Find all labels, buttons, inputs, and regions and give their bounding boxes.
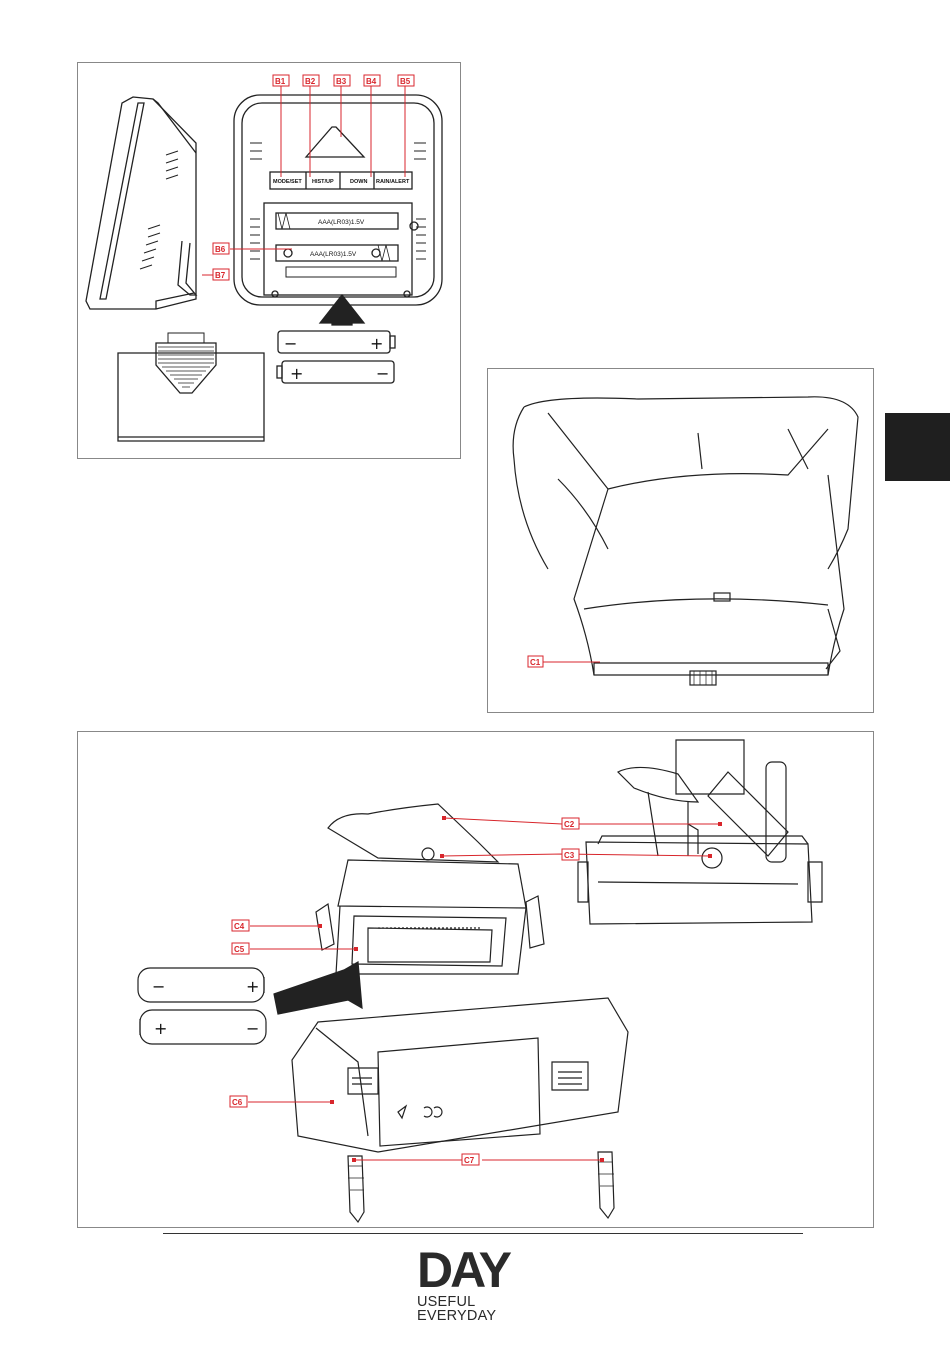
- battery-2-minus: −: [376, 364, 389, 383]
- logo-line-2: EVERYDAY: [417, 1309, 496, 1323]
- battery-1-plus: +: [246, 977, 259, 996]
- label-b5: B5: [400, 77, 411, 86]
- side-vents: [140, 151, 178, 269]
- battery-2-minus: −: [246, 1019, 259, 1038]
- label-b4: B4: [366, 77, 377, 86]
- button-hist-up: HIST/UP: [312, 179, 334, 185]
- logo-word: DAY: [417, 1245, 509, 1295]
- sensor-base-cover: [292, 998, 628, 1152]
- hanging-hole: [306, 127, 364, 157]
- label-c7: C7: [464, 1156, 475, 1165]
- battery-cover: [118, 353, 264, 441]
- figure-c-drawing: − + + − C2 C3 C4 C5 C6 C7: [78, 732, 875, 1229]
- figure-b-drawing: − + + − AAA(LR03)1.5V AAA(LR03)1.5V MODE…: [78, 63, 462, 460]
- label-c1: C1: [530, 658, 541, 667]
- button-down: DOWN: [350, 179, 367, 185]
- footer-rule: [163, 1233, 803, 1234]
- section-tab: [885, 413, 950, 481]
- battery-1-plus: +: [370, 334, 383, 353]
- label-b2: B2: [305, 77, 316, 86]
- stand-leg: [178, 241, 196, 295]
- cover-grip: [156, 343, 216, 393]
- insert-arrow: [320, 295, 364, 325]
- button-mode-set: MODE/SET: [273, 179, 302, 185]
- brand-logo: DAY USEFUL EVERYDAY: [417, 1245, 537, 1325]
- figure-b-panel: − + + − AAA(LR03)1.5V AAA(LR03)1.5V MODE…: [77, 62, 461, 459]
- label-c3: C3: [564, 851, 575, 860]
- label-c4: C4: [234, 922, 245, 931]
- label-c2: C2: [564, 820, 575, 829]
- logo-line-1: USEFUL: [417, 1295, 475, 1309]
- battery-1-minus: −: [152, 977, 165, 996]
- figure-c1-panel: C1: [487, 368, 874, 713]
- button-rain-alert: RAIN/ALERT: [376, 179, 410, 185]
- sensor-cover-drawing: [513, 397, 858, 685]
- battery-2-plus: +: [154, 1019, 167, 1038]
- battery-slot-label-bottom: AAA(LR03)1.5V: [310, 251, 357, 258]
- ground-spikes: [348, 1152, 614, 1222]
- label-b6: B6: [215, 245, 226, 254]
- sensor-assembled: [578, 740, 822, 924]
- battery-slot-label-top: AAA(LR03)1.5V: [318, 219, 365, 226]
- battery-2-plus: +: [290, 364, 303, 383]
- label-b1: B1: [275, 77, 286, 86]
- label-c6: C6: [232, 1098, 243, 1107]
- label-b7: B7: [215, 271, 226, 280]
- display-side-view: [86, 97, 196, 309]
- insert-arrow: [274, 962, 362, 1014]
- label-b3: B3: [336, 77, 347, 86]
- figure-c-panel: − + + − C2 C3 C4 C5 C6 C7: [77, 731, 874, 1228]
- display-back-view: [234, 95, 442, 305]
- figure-c1-drawing: C1: [488, 369, 875, 714]
- battery-1-minus: −: [284, 334, 297, 353]
- label-c5: C5: [234, 945, 245, 954]
